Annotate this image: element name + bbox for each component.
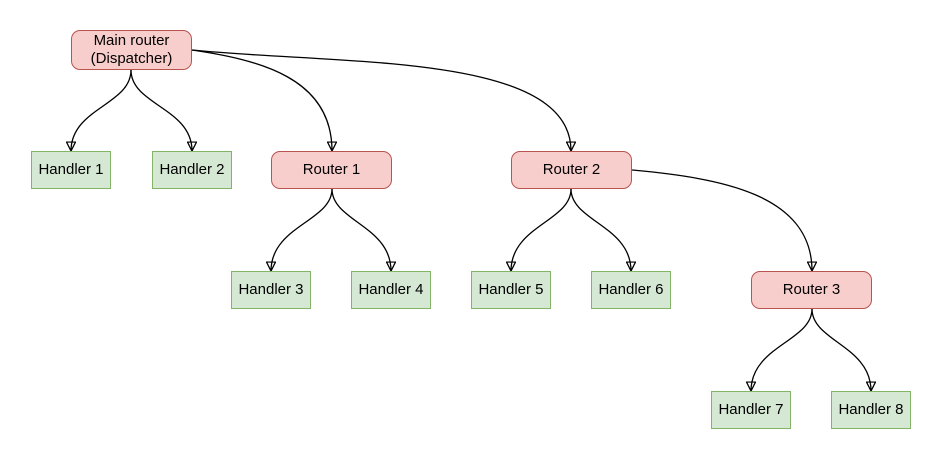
edge-router2-handler5 xyxy=(511,188,572,271)
node-handler-4: Handler 4 xyxy=(351,271,431,309)
edge-main-handler2 xyxy=(130,69,192,151)
node-handler-2: Handler 2 xyxy=(152,151,232,189)
node-handler-7: Handler 7 xyxy=(711,391,791,429)
node-label: Handler 1 xyxy=(38,161,104,178)
node-label: Handler 2 xyxy=(159,161,225,178)
edge-main-handler1 xyxy=(71,69,132,151)
edge-router2-handler6 xyxy=(570,188,631,271)
edge-router3-handler7 xyxy=(751,308,813,391)
node-handler-1: Handler 1 xyxy=(31,151,111,189)
node-label-line1: Main router xyxy=(93,32,170,49)
node-label: Handler 3 xyxy=(238,281,304,298)
edge-router1-handler3 xyxy=(271,188,333,271)
edge-router2-router3 xyxy=(631,169,812,271)
node-router-1: Router 1 xyxy=(271,151,392,189)
node-router-3: Router 3 xyxy=(751,271,872,309)
node-label: Handler 6 xyxy=(598,281,664,298)
node-label: Router 1 xyxy=(302,161,361,178)
node-label: Handler 5 xyxy=(478,281,544,298)
edge-router1-handler4 xyxy=(331,188,391,271)
node-handler-5: Handler 5 xyxy=(471,271,551,309)
node-label: Router 3 xyxy=(782,281,841,298)
edge-main-router2 xyxy=(191,49,571,151)
node-label: Handler 4 xyxy=(358,281,424,298)
node-label: Router 2 xyxy=(542,161,601,178)
node-handler-8: Handler 8 xyxy=(831,391,911,429)
node-handler-6: Handler 6 xyxy=(591,271,671,309)
node-main-router-dispatcher: Main router (Dispatcher) xyxy=(71,30,192,70)
node-label: Handler 7 xyxy=(718,401,784,418)
edge-router3-handler8 xyxy=(811,308,871,391)
node-handler-3: Handler 3 xyxy=(231,271,311,309)
node-label-line2: (Dispatcher) xyxy=(90,50,173,67)
node-router-2: Router 2 xyxy=(511,151,632,189)
node-label: Handler 8 xyxy=(838,401,904,418)
edge-main-router1 xyxy=(191,49,332,151)
